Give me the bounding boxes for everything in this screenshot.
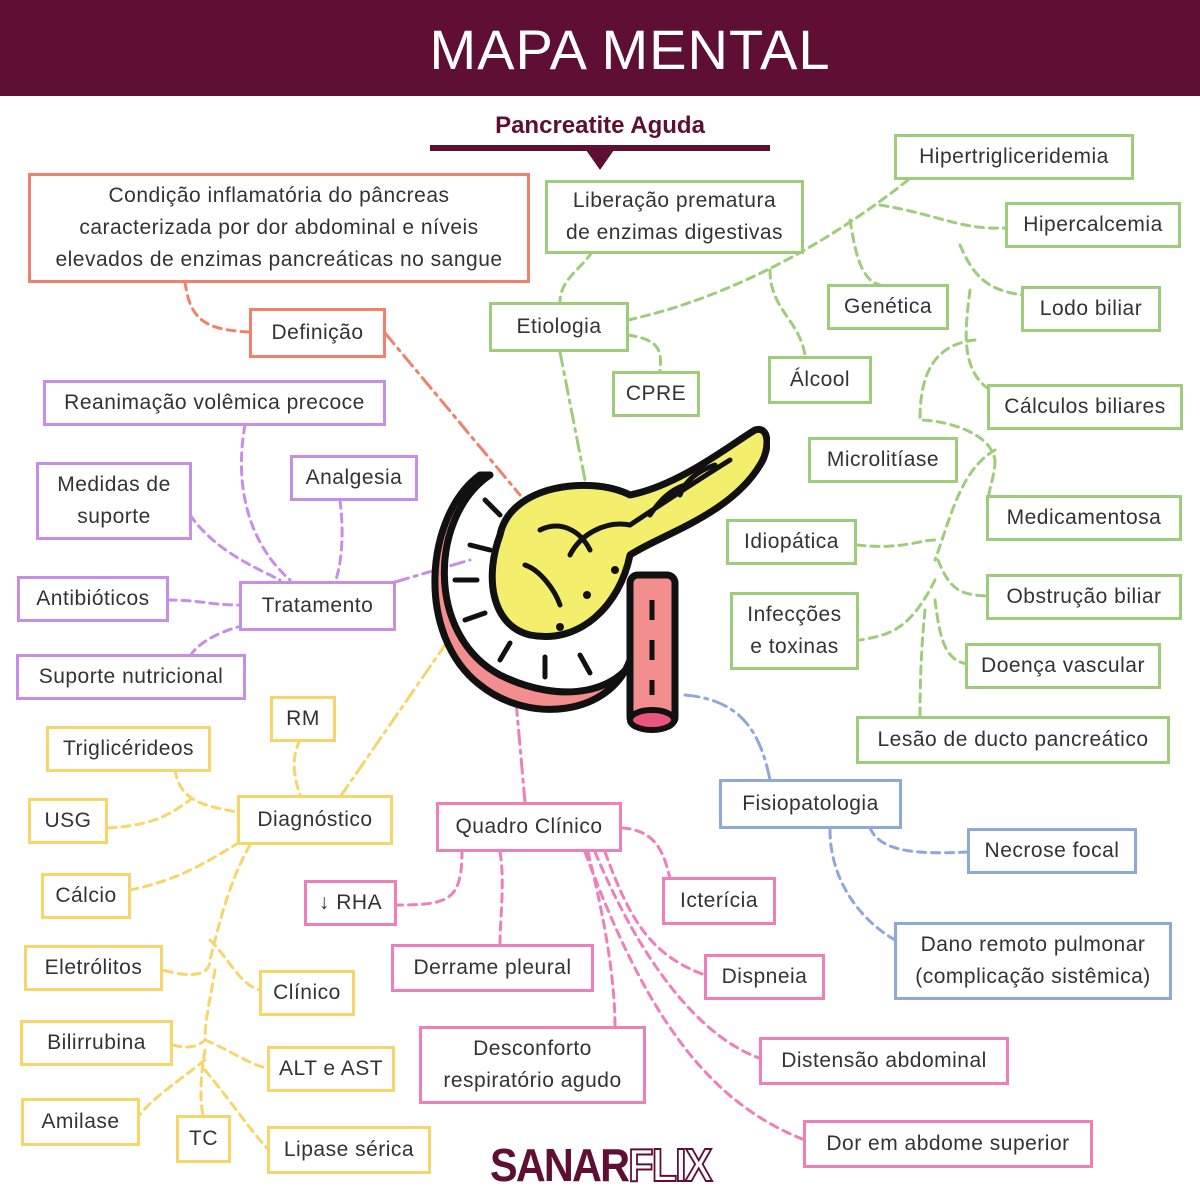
usg-node[interactable]: USG (28, 798, 108, 844)
map-subtitle: Pancreatite Aguda (495, 112, 705, 139)
etiologia-node[interactable]: Etiologia (489, 302, 629, 352)
cpre-node[interactable]: CPRE (612, 371, 700, 417)
derrame-pleural-node[interactable]: Derrame pleural (391, 944, 594, 992)
diagnostico-connectors (106, 643, 447, 1150)
liberacao-node[interactable]: Liberação prematura de enzimas digestiva… (545, 180, 804, 254)
genetica-node[interactable]: Genética (827, 284, 949, 330)
infeccoes-node[interactable]: Infecções e toxinas (730, 592, 859, 670)
bilirrubina-node[interactable]: Bilirrubina (20, 1020, 173, 1066)
subtitle-pointer (586, 150, 614, 170)
subtitle-underline (430, 145, 770, 151)
diagnostico-node[interactable]: Diagnóstico (237, 795, 393, 845)
lesao-ducto-node[interactable]: Lesão de ducto pancreático (856, 716, 1170, 764)
suporte-nutricional-node[interactable]: Suporte nutricional (16, 654, 246, 700)
tc-node[interactable]: TC (176, 1115, 231, 1163)
doenca-vascular-node[interactable]: Doença vascular (965, 643, 1161, 689)
medidas-suporte-node[interactable]: Medidas de suporte (36, 462, 192, 540)
dispneia-node[interactable]: Dispneia (704, 954, 825, 1000)
etiologia-connectors (558, 178, 1024, 720)
antibioticos-node[interactable]: Antibióticos (17, 576, 169, 622)
triglicerideos-node[interactable]: Triglicérideos (46, 726, 211, 772)
quadro-clinico-node[interactable]: Quadro Clínico (436, 802, 622, 852)
amilase-node[interactable]: Amilase (21, 1098, 140, 1146)
clinico-node[interactable]: Clínico (259, 970, 355, 1016)
rm-node[interactable]: RM (270, 696, 336, 742)
brand-part1: SANAR (490, 1139, 630, 1191)
eletrolitos-node[interactable]: Eletrólitos (24, 945, 163, 991)
lipase-node[interactable]: Lipase sérica (267, 1126, 431, 1174)
obstrucao-biliar-node[interactable]: Obstrução biliar (986, 574, 1182, 620)
idiopatica-node[interactable]: Idiopática (726, 519, 857, 565)
definition-text-box: Condição inflamatória do pâncreas caract… (28, 173, 530, 283)
tratamento-node[interactable]: Tratamento (239, 581, 396, 631)
alt-ast-node[interactable]: ALT e AST (267, 1046, 395, 1092)
dor-abdome-node[interactable]: Dor em abdome superior (803, 1120, 1093, 1168)
analgesia-node[interactable]: Analgesia (290, 455, 418, 501)
necrose-focal-node[interactable]: Necrose focal (967, 828, 1137, 874)
definicao-node[interactable]: Definição (249, 308, 386, 358)
alcool-node[interactable]: Álcool (768, 356, 872, 404)
distensao-node[interactable]: Distensão abdominal (759, 1037, 1009, 1085)
quadro-connectors (395, 688, 807, 1142)
brand-part2: FLIX (627, 1138, 713, 1192)
pancreas-icon (431, 425, 770, 733)
calcio-node[interactable]: Cálcio (41, 873, 131, 919)
desconforto-node[interactable]: Desconforto respiratório agudo (419, 1026, 646, 1104)
fisio-connectors (683, 693, 970, 942)
microlitiase-node[interactable]: Microlitíase (808, 437, 958, 483)
definicao-connectors (183, 280, 522, 497)
page-title: MAPA MENTAL (429, 18, 831, 81)
lodo-biliar-node[interactable]: Lodo biliar (1021, 286, 1161, 332)
brand-logo: SANARFLIX (490, 1138, 713, 1192)
rha-node[interactable]: ↓ RHA (304, 880, 397, 926)
ictericia-node[interactable]: Icterícia (662, 877, 776, 925)
hipertrigliceridemia-node[interactable]: Hipertrigliceridemia (894, 134, 1134, 180)
fisiopatologia-node[interactable]: Fisiopatologia (719, 779, 902, 829)
medicamentosa-node[interactable]: Medicamentosa (986, 495, 1182, 541)
reanimacao-node[interactable]: Reanimação volêmica precoce (43, 380, 386, 426)
header-bar: MAPA MENTAL (0, 0, 1200, 96)
dano-remoto-node[interactable]: Dano remoto pulmonar (complicação sistêm… (894, 922, 1172, 1000)
hipercalcemia-node[interactable]: Hipercalcemia (1005, 202, 1181, 248)
calculos-biliares-node[interactable]: Cálculos biliares (987, 384, 1183, 430)
